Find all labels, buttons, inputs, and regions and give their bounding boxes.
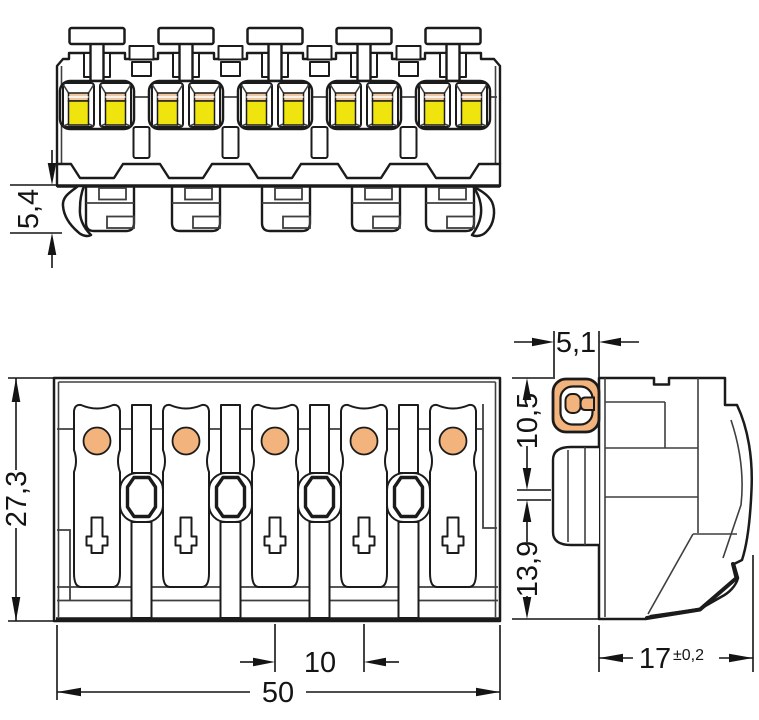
pole-top-4: [340, 403, 388, 588]
dim-arrow: [47, 233, 57, 255]
dim-label-27-3: 27,3: [1, 471, 33, 527]
dim-arrow: [522, 468, 532, 490]
rail-clip-right: [470, 184, 496, 238]
dim-rail-clip-height: 5,4: [10, 150, 62, 268]
foot-5: [424, 186, 476, 233]
foot-1: [84, 186, 136, 233]
dim-label-17: 17: [639, 643, 671, 675]
dim-arrow: [253, 657, 275, 667]
pole-top-2: [162, 403, 210, 588]
foot-2: [170, 186, 222, 233]
dim-arrow: [522, 378, 532, 400]
foot-4: [350, 186, 402, 233]
dim-arrow: [47, 163, 57, 185]
side-outline: [597, 376, 754, 621]
pole-front-4: [327, 28, 401, 129]
top-view: 27,3 10 50: [1, 376, 502, 709]
pole-front-3: [238, 28, 312, 129]
latch-foot: [645, 562, 739, 620]
dim-arrow: [57, 687, 81, 697]
dim-label-5-4: 5,4: [13, 189, 45, 229]
foot-3: [260, 186, 312, 233]
front-step-profile: [55, 162, 502, 180]
pole-front-1: [60, 28, 134, 129]
dim-label-10-5: 10,5: [512, 393, 544, 449]
dim-label-13-9: 13,9: [512, 541, 544, 597]
dim-arrow: [532, 337, 554, 347]
fixing-lug: [551, 445, 599, 547]
pole-front-5: [416, 28, 490, 129]
dim-lower-section: 13,9: [512, 499, 599, 620]
dim-arrow: [599, 653, 623, 663]
pole-top-5: [429, 403, 477, 588]
side-pushbutton: [551, 377, 601, 434]
dim-pushbutton-width: 5,1: [514, 327, 639, 379]
dim-arrow: [522, 597, 532, 619]
dim-depth: 17 ±0,2: [598, 555, 754, 675]
dim-label-50: 50: [262, 677, 294, 709]
dim-overall-height: 27,3: [1, 377, 54, 622]
dim-upper-section: 10,5: [512, 377, 553, 491]
pole-top-3: [251, 403, 299, 588]
rail-clip-left: [61, 184, 93, 238]
dim-arrow: [11, 378, 21, 402]
side-view: 5,1 10,5 13,9: [512, 327, 754, 675]
dim-label-tolerance: ±0,2: [673, 647, 704, 664]
dim-arrow: [729, 653, 753, 663]
dim-arrow: [522, 500, 532, 522]
dim-arrow: [599, 337, 621, 347]
dim-arrow: [364, 657, 386, 667]
pole-top-1: [73, 403, 121, 588]
dim-pole-pitch: 10: [240, 624, 399, 679]
pole-front-2: [149, 28, 223, 129]
dim-arrow: [476, 687, 500, 697]
dim-label-10: 10: [304, 647, 336, 679]
dim-label-5-1: 5,1: [556, 327, 596, 359]
front-view: 5,4: [10, 28, 502, 268]
dim-arrow: [11, 597, 21, 621]
dim-overall-width: 50: [56, 625, 501, 709]
